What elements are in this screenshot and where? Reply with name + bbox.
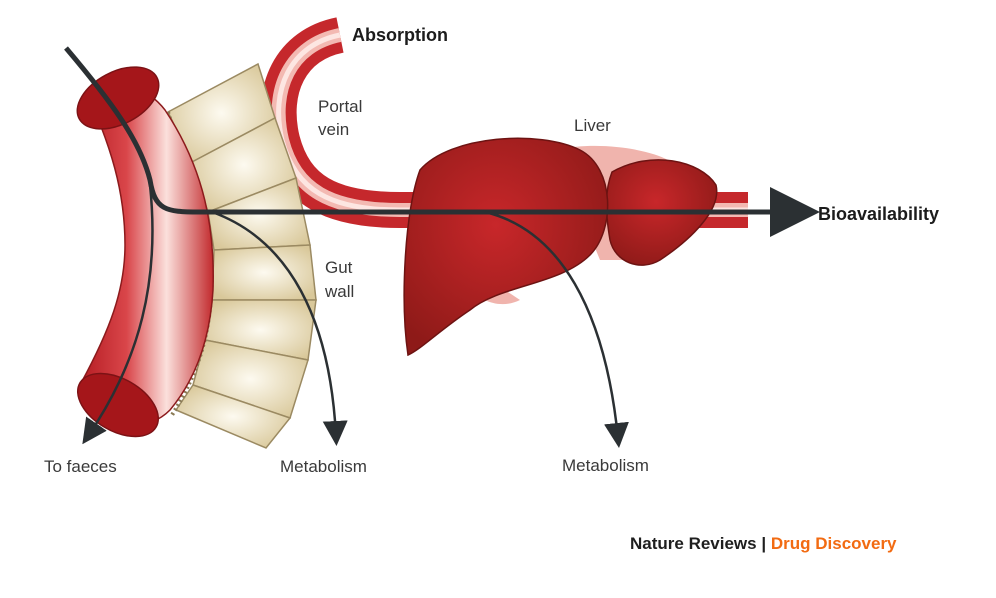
gut-metabolism-label: Metabolism xyxy=(280,457,367,476)
gut-wall xyxy=(166,62,317,449)
liver-metabolism-label: Metabolism xyxy=(562,456,649,475)
credit-separator: | xyxy=(761,534,767,553)
absorption-label: Absorption xyxy=(352,25,448,45)
gut-metabolism-arrow xyxy=(211,210,348,446)
liver-label: Liver xyxy=(574,116,611,135)
portal-vein-label-line1: Portal xyxy=(318,97,363,116)
liver-metabolism-arrow xyxy=(484,210,629,448)
to-faeces-arrow xyxy=(82,184,154,445)
intestine xyxy=(76,66,214,438)
liver xyxy=(403,137,718,357)
to-faeces-label: To faeces xyxy=(44,457,117,476)
main-drug-path-arrow xyxy=(64,46,820,237)
gut-wall-label-line2: wall xyxy=(325,282,355,301)
gut-wall-label-line1: Gut xyxy=(325,258,353,277)
figure-credit: Nature Reviews | Drug Discovery xyxy=(630,534,897,554)
portal-vein-label-line2: vein xyxy=(318,120,350,139)
drug-pathway-arrows xyxy=(64,46,820,448)
journal-subtitle: Drug Discovery xyxy=(770,534,897,553)
journal-name: Nature Reviews xyxy=(630,534,757,553)
bioavailability-label: Bioavailability xyxy=(818,204,940,224)
